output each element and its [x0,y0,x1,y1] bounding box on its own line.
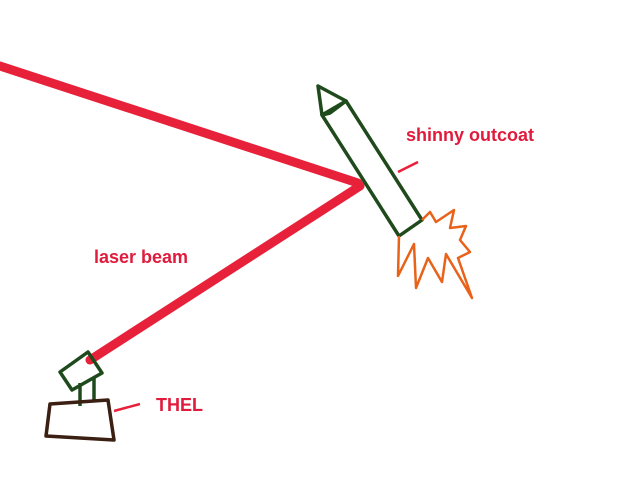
label-laser-beam: laser beam [94,247,188,267]
reflected-beam [0,61,363,188]
missile [316,84,474,300]
emitter-head [58,350,104,392]
outcoat-pointer [397,160,419,174]
thel-emitter [44,350,116,442]
missile-nose-cone [316,84,348,117]
thel-pointer [113,402,141,413]
label-missile-coating: shinny outcoat [406,125,534,145]
exhaust-flame [396,208,474,300]
laser-beam-line [85,181,365,365]
emitter-base [44,398,116,442]
label-thel: THEL [156,395,203,415]
